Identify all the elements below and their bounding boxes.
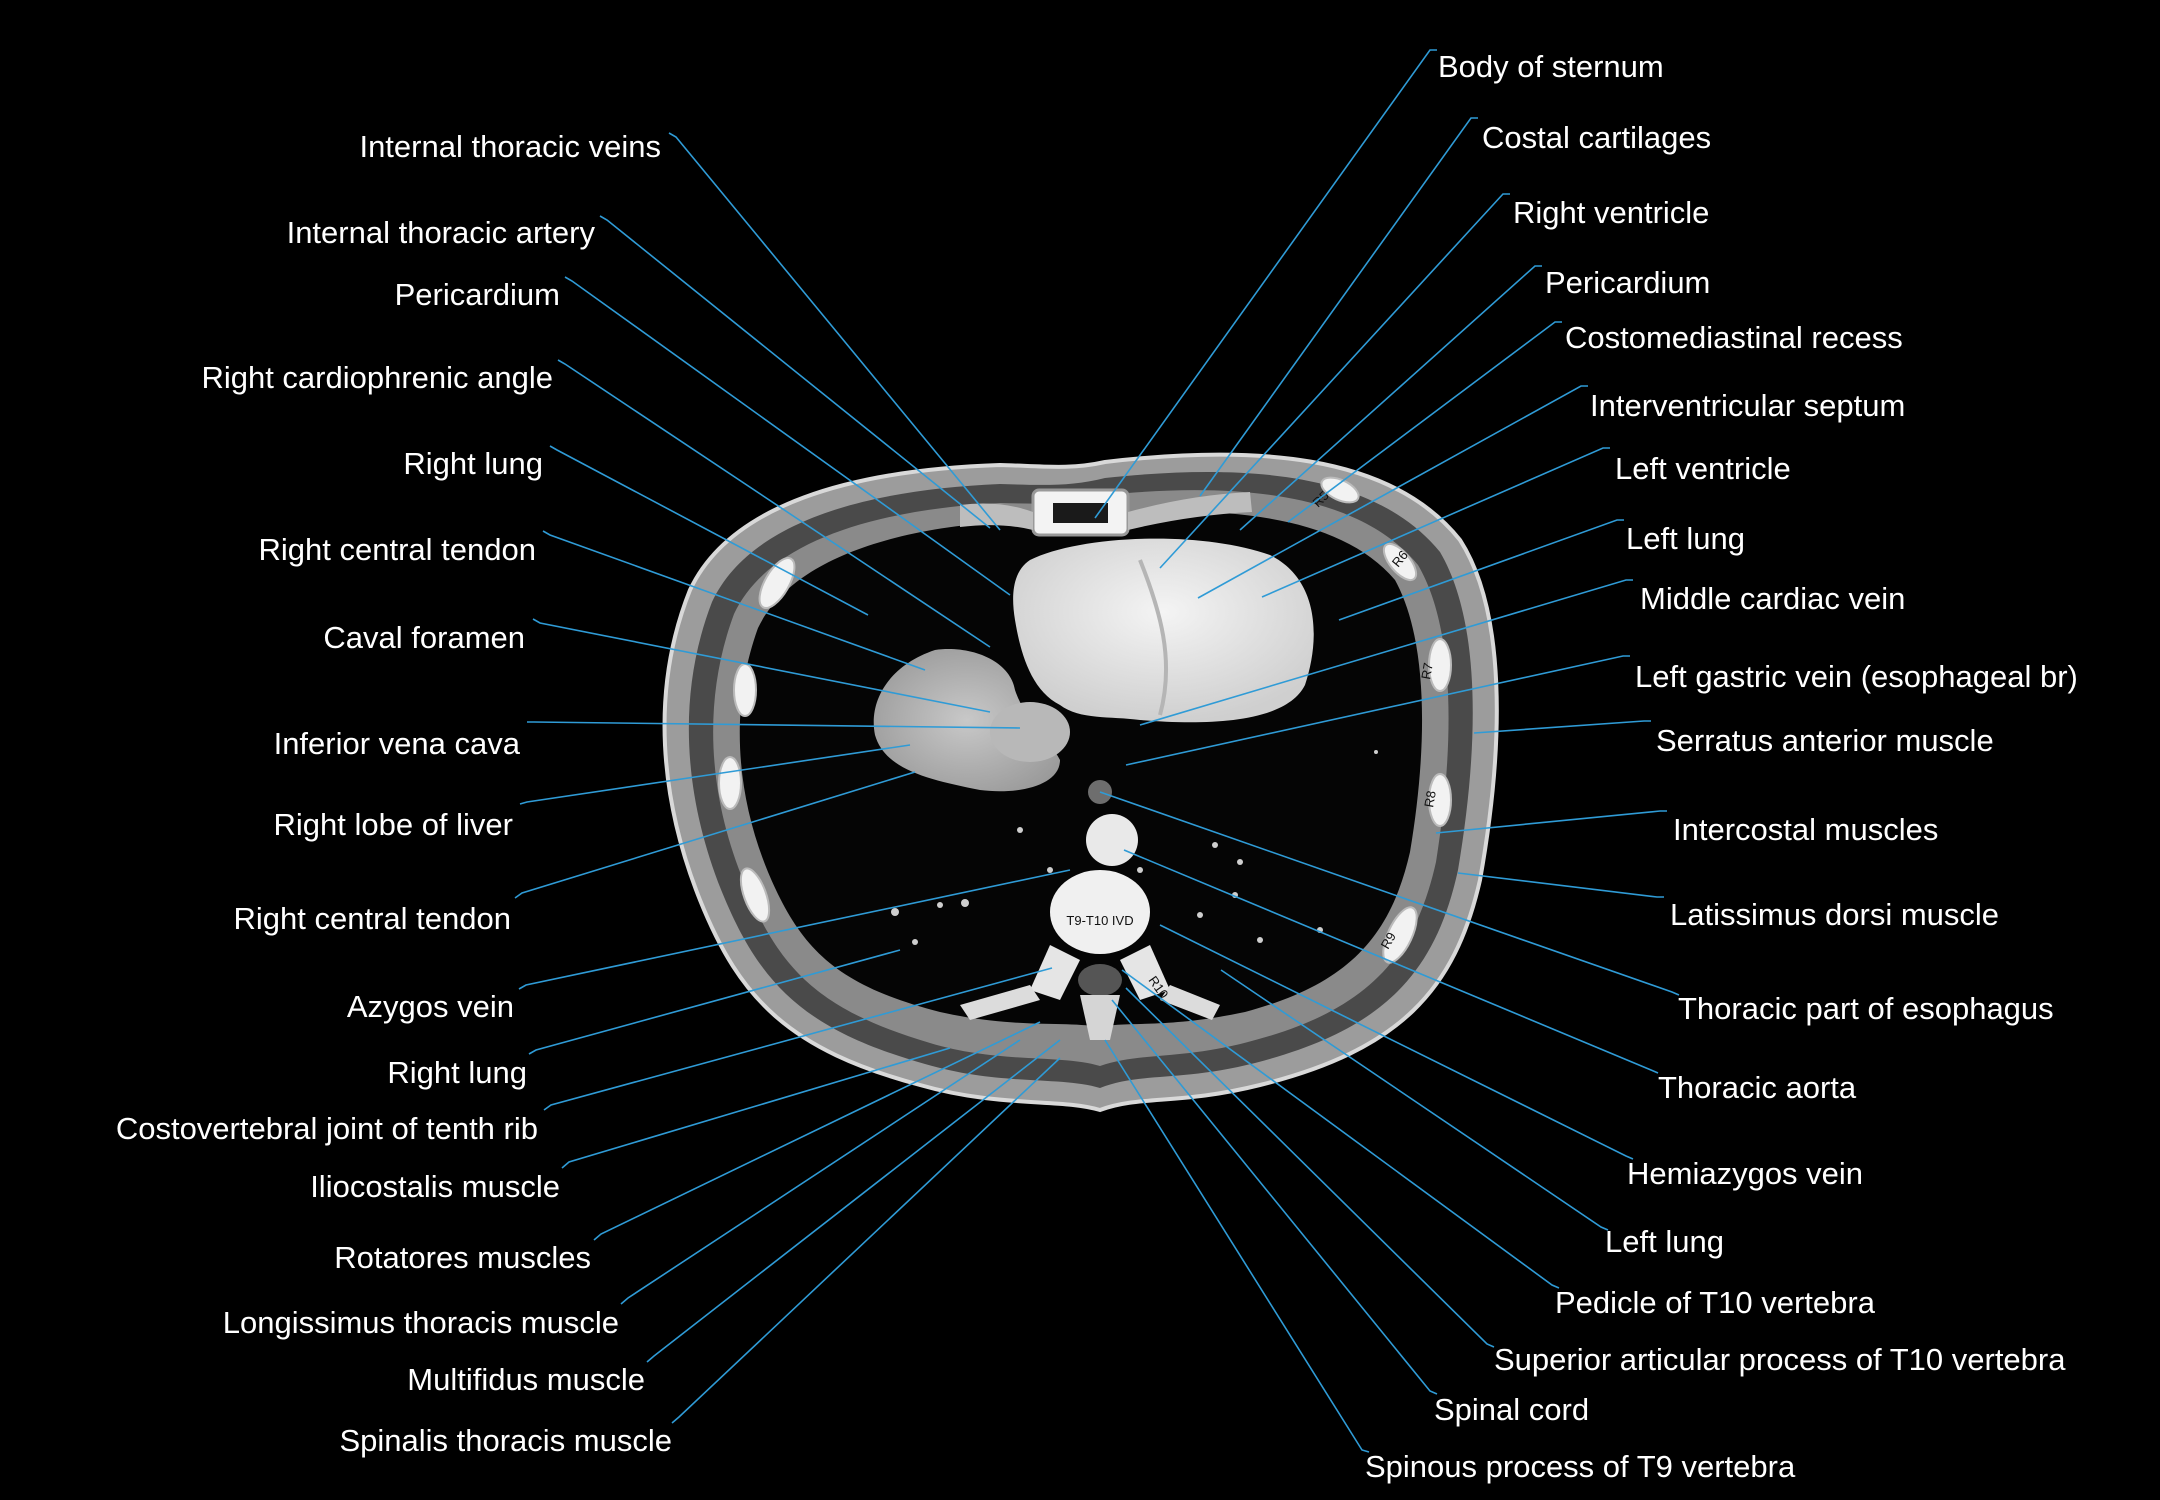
label-costovertebral-joint: Costovertebral joint of tenth rib	[116, 1111, 538, 1146]
leader-right-central-tendon-upper	[542, 530, 926, 671]
label-right-cardiophrenic-angle: Right cardiophrenic angle	[201, 360, 553, 395]
leader-costovertebral-joint	[543, 967, 1053, 1111]
leader-serratus-anterior	[1473, 720, 1651, 734]
leader-lines	[514, 49, 1680, 1453]
label-hemiazygos-vein: Hemiazygos vein	[1627, 1156, 1863, 1191]
label-multifidus: Multifidus muscle	[407, 1362, 645, 1397]
leader-iliocostalis	[561, 1047, 951, 1169]
leader-pedicle-t10	[1121, 969, 1560, 1289]
leader-right-lung-lower	[528, 949, 901, 1055]
label-right-central-tendon-lower: Right central tendon	[234, 901, 511, 936]
label-rotatores: Rotatores muscles	[334, 1240, 591, 1275]
rib-marker-r8: R8	[1421, 790, 1439, 809]
label-internal-thoracic-veins: Internal thoracic veins	[359, 129, 661, 164]
label-longissimus-thoracis: Longissimus thoracis muscle	[223, 1305, 619, 1340]
leader-middle-cardiac-vein	[1139, 579, 1633, 726]
rib-marker-r9: R9	[1378, 930, 1399, 952]
leader-latissimus-dorsi	[1457, 872, 1664, 898]
leader-spinous-process-t9	[1104, 1039, 1370, 1453]
vertebra: T9-T10 IVD	[960, 870, 1220, 1040]
label-intercostal-muscles: Intercostal muscles	[1673, 812, 1938, 847]
leader-multifidus	[646, 1039, 1061, 1363]
label-middle-cardiac-vein: Middle cardiac vein	[1640, 581, 1905, 616]
label-costomediastinal-recess: Costomediastinal recess	[1565, 320, 1903, 355]
leader-internal-thoracic-artery	[599, 215, 991, 529]
leader-right-lobe-of-liver	[519, 744, 911, 805]
leader-left-gastric-vein	[1125, 655, 1630, 766]
leader-right-lung-upper	[549, 445, 869, 616]
leader-longissimus-thoracis	[620, 1039, 1021, 1305]
label-latissimus-dorsi: Latissimus dorsi muscle	[1670, 897, 1999, 932]
label-caval-foramen: Caval foramen	[323, 620, 525, 655]
leader-right-ventricle	[1159, 193, 1510, 569]
leader-pericardium-right	[1239, 265, 1542, 531]
inferior-vena-cava	[990, 702, 1070, 762]
label-inferior-vena-cava: Inferior vena cava	[274, 726, 521, 761]
leader-hemiazygos-vein	[1159, 924, 1634, 1160]
label-serratus-anterior: Serratus anterior muscle	[1656, 723, 1994, 758]
leader-spinalis-thoracis	[671, 1057, 1061, 1424]
left-labels: Internal thoracic veins Internal thoraci…	[116, 129, 672, 1458]
leader-interventricular-septum	[1197, 385, 1588, 599]
interventricular-septum	[1138, 559, 1169, 716]
label-right-lung-upper: Right lung	[403, 446, 543, 481]
vertebra-level-marker: T9-T10 IVD	[1066, 913, 1133, 928]
label-azygos-vein: Azygos vein	[347, 989, 514, 1024]
label-spinalis-thoracis: Spinalis thoracis muscle	[339, 1423, 672, 1458]
label-pericardium-right: Pericardium	[1545, 265, 1710, 300]
label-right-central-tendon-upper: Right central tendon	[259, 532, 536, 567]
label-internal-thoracic-artery: Internal thoracic artery	[287, 215, 596, 250]
label-left-gastric-vein: Left gastric vein (esophageal br)	[1635, 659, 2078, 694]
leader-pericardium-left	[564, 276, 1011, 596]
leader-costal-cartilages	[1199, 117, 1478, 497]
label-spinal-cord: Spinal cord	[1434, 1392, 1589, 1427]
leader-left-ventricle	[1261, 447, 1610, 598]
leader-inferior-vena-cava	[527, 721, 1021, 729]
label-left-ventricle: Left ventricle	[1615, 451, 1791, 486]
rib-marker-r7: R7	[1418, 662, 1436, 681]
label-thoracic-aorta: Thoracic aorta	[1658, 1070, 1857, 1105]
leader-body-of-sternum	[1094, 49, 1437, 519]
thoracic-aorta	[1086, 814, 1138, 866]
label-thoracic-esophagus: Thoracic part of esophagus	[1678, 991, 2054, 1026]
leader-superior-articular-process	[1125, 987, 1495, 1348]
leader-right-central-tendon-lower	[514, 771, 916, 899]
label-right-lung-lower: Right lung	[387, 1055, 527, 1090]
label-right-ventricle: Right ventricle	[1513, 195, 1709, 230]
label-costal-cartilages: Costal cartilages	[1482, 120, 1711, 155]
leader-costomediastinal-recess	[1287, 321, 1562, 523]
leader-left-lung-upper	[1338, 519, 1624, 621]
leader-thoracic-aorta	[1123, 849, 1659, 1074]
leader-rotatores	[593, 1021, 1041, 1241]
label-pedicle-t10: Pedicle of T10 vertebra	[1555, 1285, 1876, 1320]
leader-intercostal-muscles	[1435, 810, 1667, 834]
leader-internal-thoracic-veins	[668, 132, 1001, 531]
leader-azygos-vein	[518, 869, 1071, 990]
right-labels: Body of sternum Costal cartilages Right …	[1365, 49, 2078, 1484]
label-body-of-sternum: Body of sternum	[1438, 49, 1664, 84]
label-spinous-process-t9: Spinous process of T9 vertebra	[1365, 1449, 1796, 1484]
leader-left-lung-lower	[1220, 969, 1609, 1231]
label-left-lung-upper: Left lung	[1626, 521, 1745, 556]
leader-caval-foramen	[532, 618, 991, 713]
label-iliocostalis: Iliocostalis muscle	[310, 1169, 560, 1204]
label-right-lobe-of-liver: Right lobe of liver	[273, 807, 513, 842]
leader-spinal-cord	[1111, 999, 1438, 1395]
label-pericardium-left: Pericardium	[395, 277, 560, 312]
ct-scan-image: T9-T10 IVD R5 R6 R7 R8 R9 R10	[662, 452, 1499, 1113]
leader-thoracic-esophagus	[1099, 791, 1680, 996]
label-left-lung-lower: Left lung	[1605, 1224, 1724, 1259]
label-interventricular-septum: Interventricular septum	[1590, 388, 1905, 423]
label-superior-articular-process: Superior articular process of T10 verteb…	[1494, 1342, 2066, 1377]
leader-right-cardiophrenic-angle	[557, 359, 991, 648]
